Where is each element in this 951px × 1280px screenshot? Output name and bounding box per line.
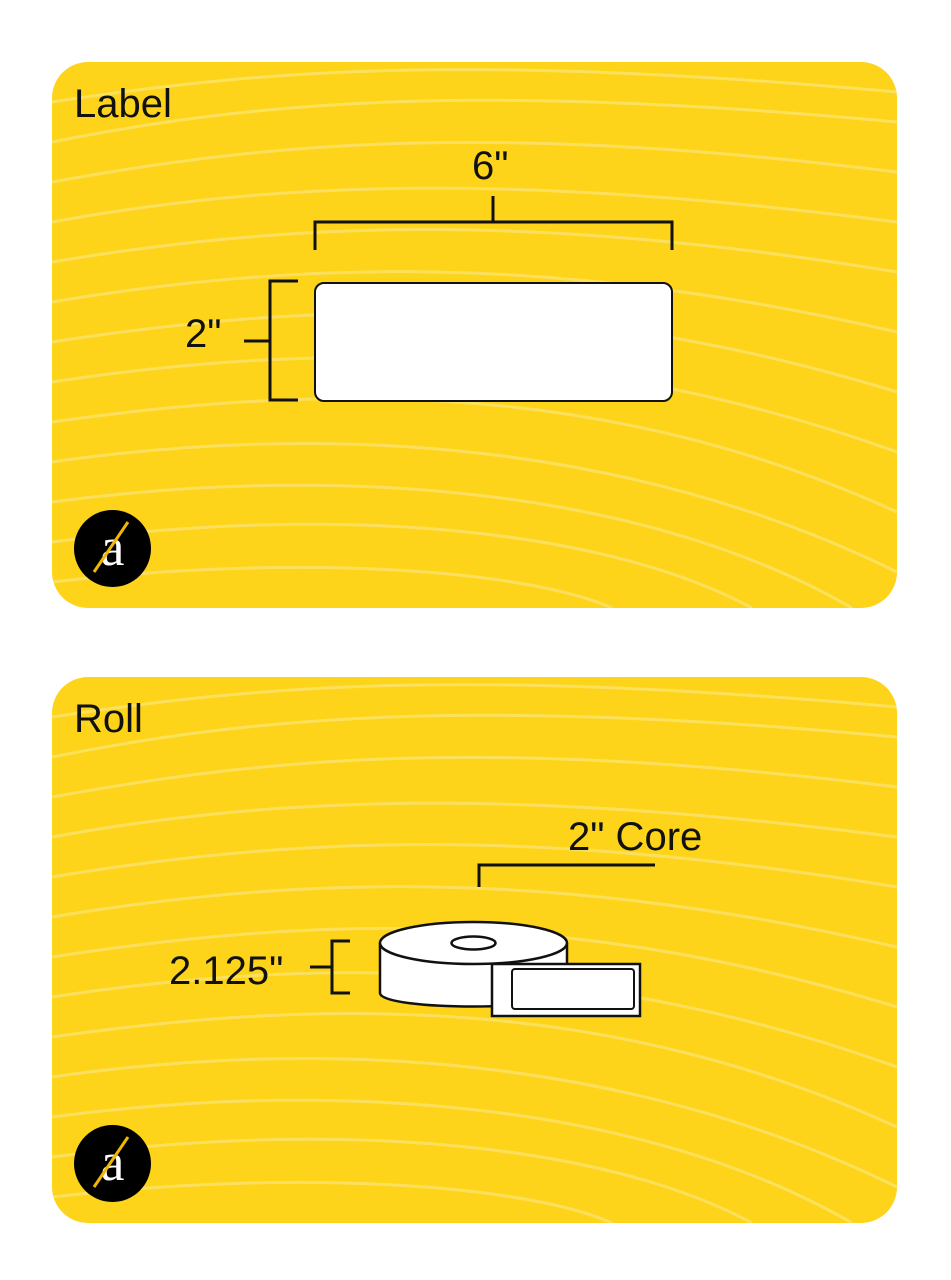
label-panel: Label 6" 2" a [52,62,897,608]
roll-panel: Roll 2" Core 2.125" a [52,677,897,1223]
roll-shape [378,920,642,1018]
a-logo-icon: a [74,1125,151,1202]
label-diagram [244,196,674,402]
width-dimension: 6" [472,144,509,188]
panel-title: Label [74,82,172,126]
roll-width-bracket [310,939,350,995]
core-leader [477,863,655,887]
wave-background [52,683,897,1223]
wave-background [52,68,897,608]
core-dimension: 2" Core [568,815,703,859]
label-shape [314,282,673,402]
roll-width-dimension: 2.125" [169,949,284,993]
height-dimension: 2" [185,312,222,356]
a-logo-icon: a [74,510,151,587]
height-bracket [244,279,298,402]
panel-title: Roll [74,697,143,741]
width-bracket [313,196,674,250]
roll-diagram [310,863,655,1018]
